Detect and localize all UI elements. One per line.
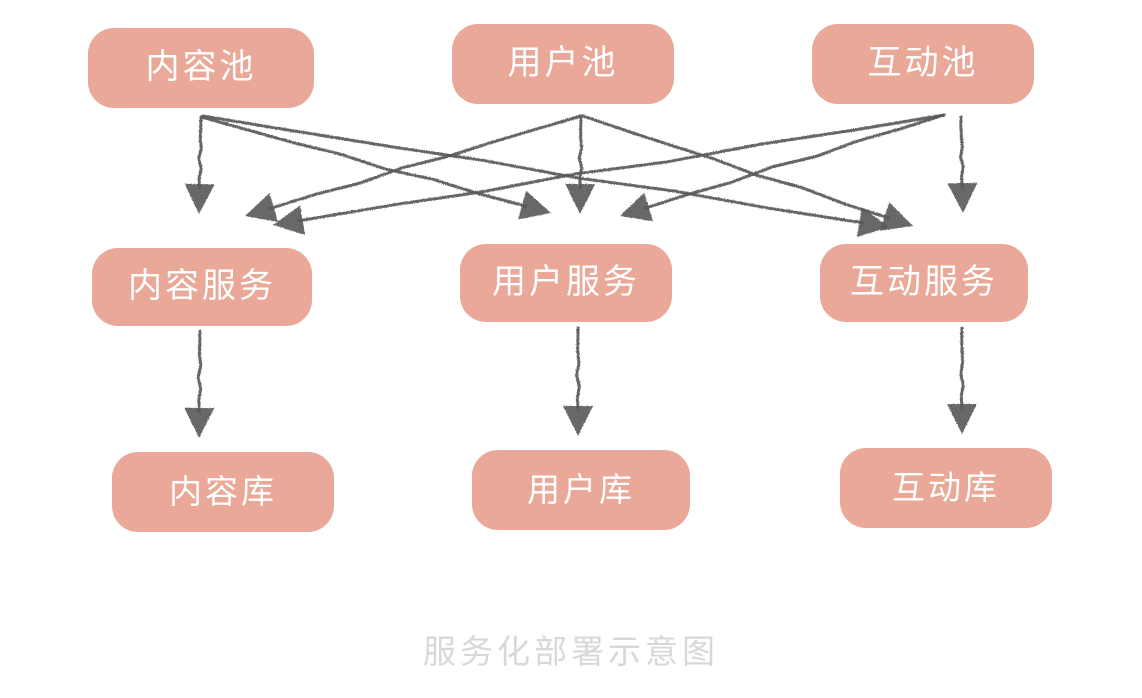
- node-label: 内容服务: [128, 266, 276, 306]
- node-label: 互动服务: [850, 262, 998, 302]
- node-content-db[interactable]: 内容库: [112, 452, 334, 532]
- edge-line: [297, 113, 946, 223]
- edge-line: [577, 116, 584, 190]
- node-label: 内容库: [169, 471, 277, 511]
- node-interaction-db[interactable]: 互动库: [840, 448, 1052, 528]
- node-interaction-service[interactable]: 互动服务: [820, 244, 1028, 322]
- edge-line: [959, 115, 965, 189]
- edge-arrowhead: [563, 406, 593, 436]
- edge-arrowhead: [879, 202, 913, 231]
- edge-line: [201, 114, 865, 225]
- edge-line: [268, 114, 583, 211]
- node-user-db[interactable]: 用户库: [472, 450, 690, 530]
- node-user-service[interactable]: 用户服务: [460, 244, 672, 322]
- edge-line: [575, 326, 581, 412]
- node-user-pool[interactable]: 用户池: [452, 24, 674, 104]
- edge-line: [581, 114, 890, 220]
- edge-arrowhead: [184, 183, 215, 214]
- edge-arrowhead: [947, 182, 978, 213]
- edge-line: [197, 117, 203, 190]
- node-label: 内容池: [145, 47, 257, 87]
- node-label: 用户服务: [492, 262, 640, 302]
- edge-arrowhead: [620, 192, 654, 222]
- edge-arrowhead: [565, 183, 596, 214]
- edge-arrowhead: [856, 207, 889, 238]
- edge-arrowhead: [184, 407, 215, 438]
- diagram-caption: 服务化部署示意图: [423, 632, 719, 671]
- node-content-pool[interactable]: 内容池: [88, 28, 314, 108]
- edge-arrowhead: [245, 193, 279, 222]
- node-label: 用户池: [507, 43, 619, 83]
- edge-line: [959, 326, 965, 410]
- edge-line: [643, 113, 946, 210]
- edge-line: [199, 115, 528, 208]
- node-content-service[interactable]: 内容服务: [92, 248, 312, 326]
- node-label: 互动池: [867, 43, 979, 83]
- node-interaction-pool[interactable]: 互动池: [812, 24, 1034, 104]
- node-label: 互动库: [892, 467, 1000, 507]
- edge-arrowhead: [273, 205, 306, 235]
- edge-line: [196, 329, 203, 414]
- node-label: 用户库: [527, 469, 635, 509]
- edge-arrowhead: [518, 190, 551, 220]
- edge-arrowhead: [947, 404, 977, 434]
